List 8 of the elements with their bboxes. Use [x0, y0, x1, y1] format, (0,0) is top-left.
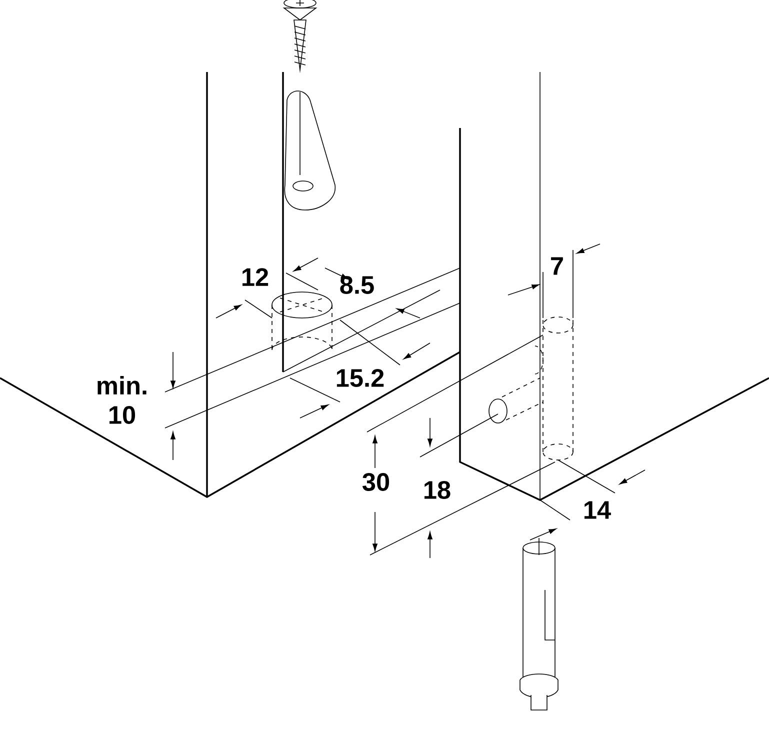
dimension-label: 14	[584, 501, 611, 519]
dimension-label: 8.5	[340, 276, 374, 294]
dimension-label: 15.2	[336, 369, 384, 387]
dimension-label: min. 10	[98, 376, 146, 424]
dimension-label: 7	[551, 257, 563, 275]
dimension-label: 18	[424, 481, 450, 499]
dimension-label: 30	[362, 473, 390, 491]
dimension-label: 12	[242, 268, 268, 286]
